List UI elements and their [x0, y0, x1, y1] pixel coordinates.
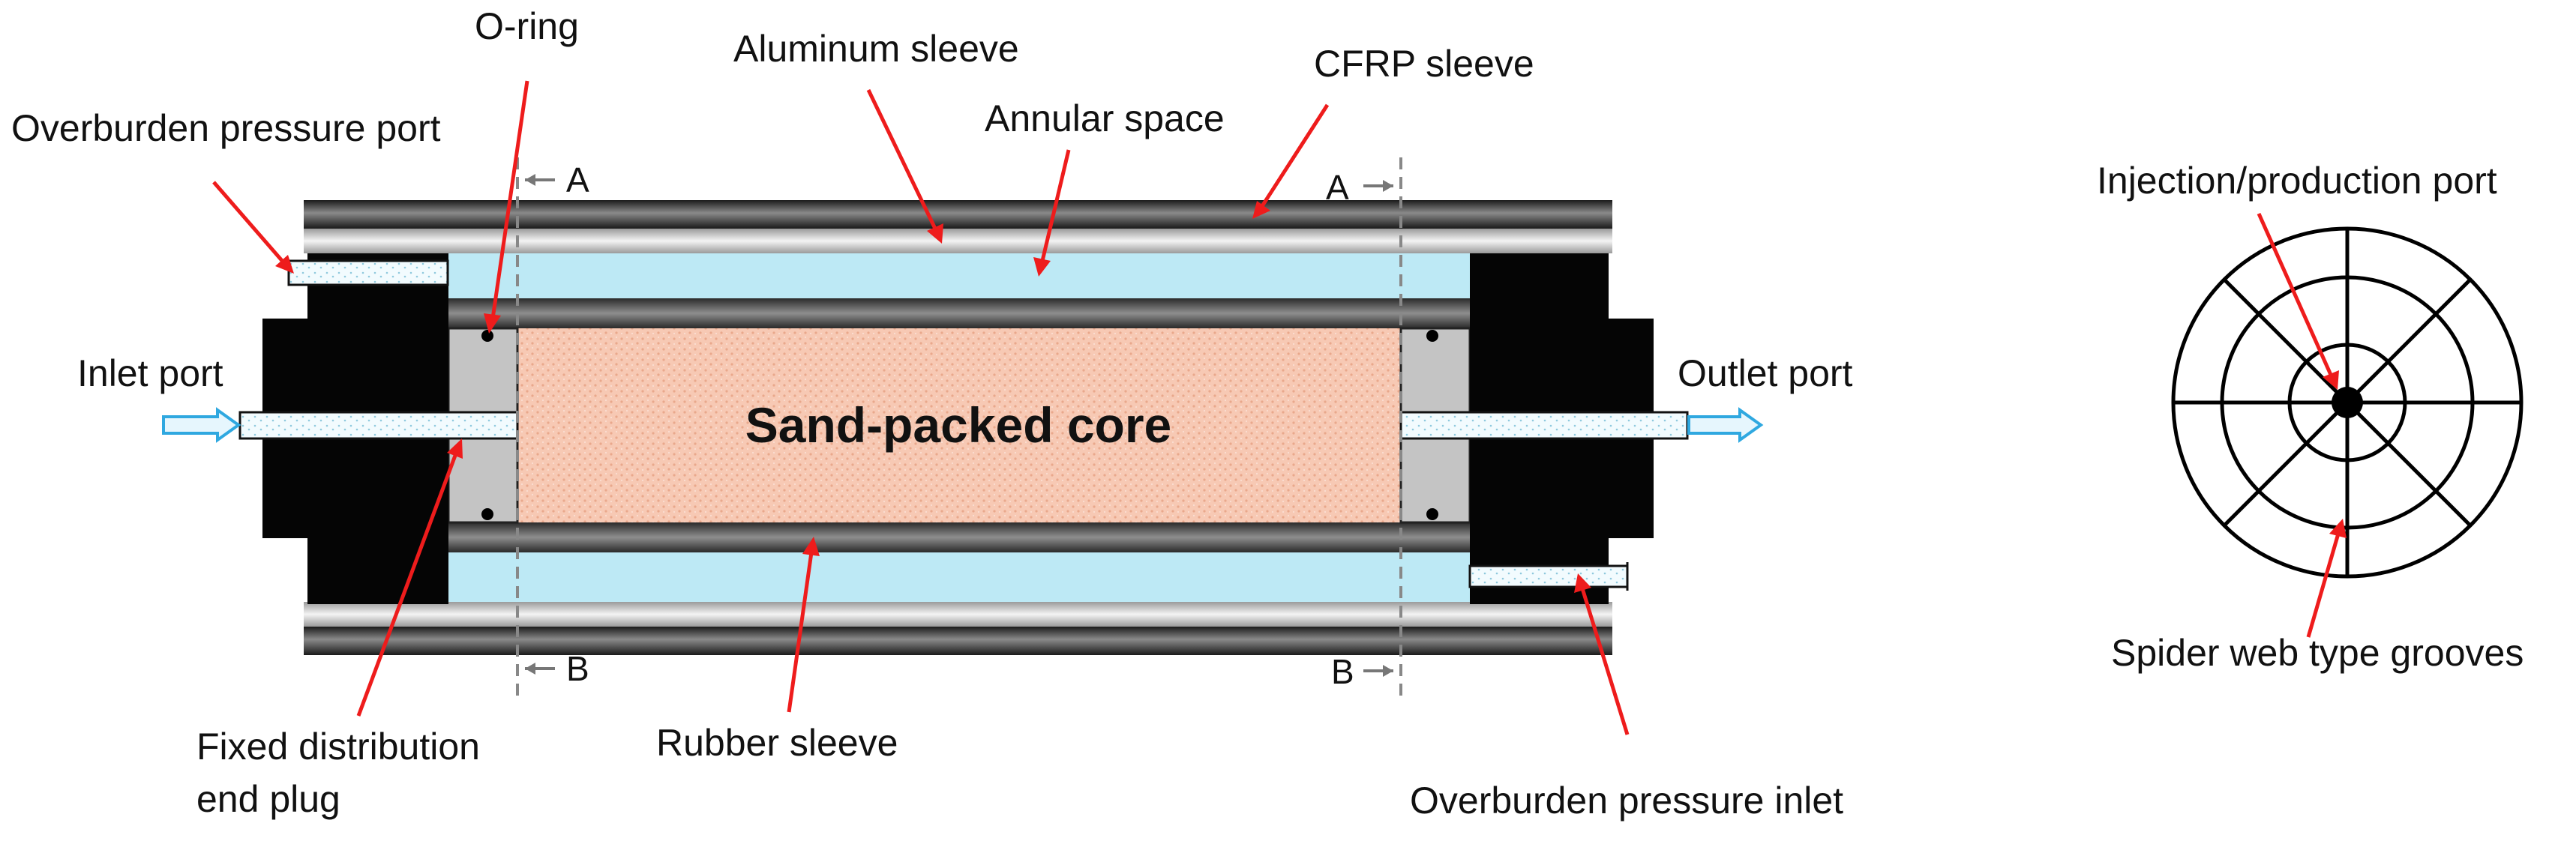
overburden-inlet-channel — [1468, 564, 1629, 588]
cfrp-sleeve-label: CFRP sleeve — [1314, 43, 1534, 85]
overburden-pressure-port-label: Overburden pressure port — [11, 107, 441, 149]
inlet-port-label: Inlet port — [77, 352, 223, 394]
o-ring-right-lower — [1426, 508, 1438, 520]
aluminum-sleeve-top — [304, 229, 1612, 253]
cfrp-sleeve-bottom — [304, 627, 1612, 655]
fixed-distribution-label-line1: Fixed distribution — [196, 726, 480, 768]
section-a-left: A — [566, 160, 589, 199]
o-ring-label: O-ring — [475, 5, 579, 47]
o-ring-left-lower — [481, 508, 493, 520]
overburden-pressure-inlet-label: Overburden pressure inlet — [1410, 780, 1843, 822]
annular-space-label: Annular space — [985, 97, 1225, 139]
cfrp-sleeve-top — [304, 200, 1612, 229]
injection-production-port-label: Injection/production port — [2097, 160, 2497, 202]
rubber-sleeve-label: Rubber sleeve — [656, 722, 898, 764]
rubber-sleeve-top — [446, 298, 1470, 328]
inlet-flow-arrow — [162, 407, 241, 443]
sand-packed-core — [517, 328, 1401, 522]
aluminum-sleeve-bottom — [304, 602, 1612, 627]
section-b-right: B — [1331, 652, 1354, 691]
spider-web-grooves-label: Spider web type grooves — [2111, 632, 2524, 674]
overburden-port-channel — [287, 259, 449, 286]
sand-packed-core-label: Sand-packed core — [745, 397, 1172, 453]
section-b-left: B — [566, 649, 589, 688]
aluminum-sleeve-label: Aluminum sleeve — [733, 28, 1019, 70]
section-a-right: A — [1326, 168, 1349, 207]
outlet-port-label: Outlet port — [1678, 352, 1853, 394]
injection-production-port-dot — [2332, 387, 2363, 418]
left-distributor-upper — [447, 327, 519, 414]
o-ring-left-upper — [481, 330, 493, 342]
outlet-flow-arrow — [1687, 407, 1764, 443]
callout-arrows — [212, 80, 2347, 735]
outlet-channel — [1399, 411, 1689, 440]
fixed-distribution-label-line2: end plug — [196, 778, 340, 820]
inlet-channel — [238, 411, 519, 440]
rubber-sleeve-bottom — [446, 522, 1470, 552]
o-ring-right-upper — [1426, 330, 1438, 342]
